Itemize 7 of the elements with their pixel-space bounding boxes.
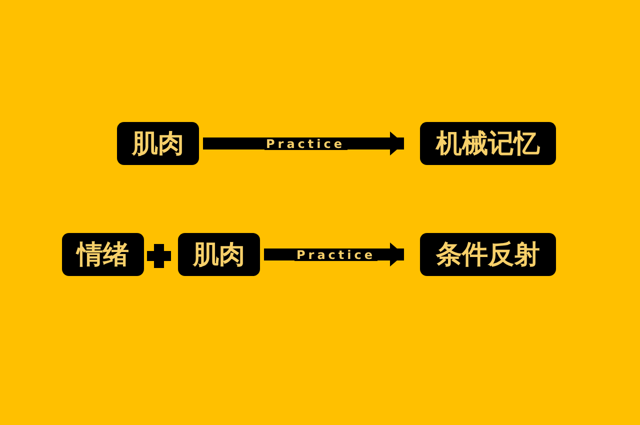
text-box: 肌肉 [117,122,199,165]
text-box: 情绪 [62,233,144,276]
arrow [203,132,404,156]
text-box: 机械记忆 [420,122,556,165]
text-box: 条件反射 [420,233,556,276]
arrow [264,242,404,266]
text-box: 肌肉 [178,233,260,276]
